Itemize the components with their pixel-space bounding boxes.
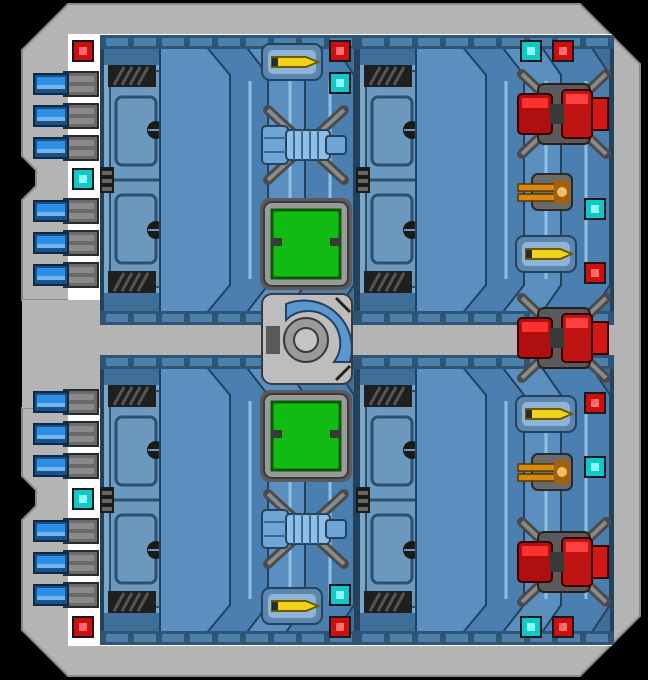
indicator-light-red <box>72 40 94 62</box>
indicator-light-cyan <box>584 198 606 220</box>
indicator-light-cyan <box>520 616 542 638</box>
indicator-light-red <box>552 616 574 638</box>
cargo-module[interactable] <box>354 33 616 327</box>
shield-generator[interactable] <box>261 293 353 385</box>
engine-pod[interactable] <box>518 298 608 378</box>
indicator-light-cyan <box>329 584 351 606</box>
thruster-group[interactable] <box>33 389 99 479</box>
cargo-module[interactable] <box>354 353 616 647</box>
indicator-light-red <box>329 40 351 62</box>
indicator-light-cyan <box>329 72 351 94</box>
missile-launcher[interactable] <box>261 43 323 81</box>
missile-launcher[interactable] <box>261 587 323 625</box>
thruster-group[interactable] <box>33 71 99 161</box>
engine-pod[interactable] <box>518 74 608 154</box>
indicator-light-cyan <box>72 488 94 510</box>
reactor-core[interactable] <box>258 388 354 484</box>
missile-launcher[interactable] <box>515 235 577 273</box>
corridor-right <box>490 325 520 355</box>
indicator-light-red <box>584 392 606 414</box>
indicator-light-cyan <box>72 168 94 190</box>
indicator-light-red <box>552 40 574 62</box>
thruster-group[interactable] <box>33 518 99 608</box>
engine-pod[interactable] <box>518 522 608 602</box>
indicator-light-red <box>584 262 606 284</box>
indicator-light-red <box>329 616 351 638</box>
indicator-light-cyan <box>520 40 542 62</box>
thruster-group[interactable] <box>33 198 99 288</box>
reactor-core[interactable] <box>258 196 354 292</box>
indicator-light-red <box>72 616 94 638</box>
missile-launcher[interactable] <box>515 395 577 433</box>
indicator-light-cyan <box>584 456 606 478</box>
